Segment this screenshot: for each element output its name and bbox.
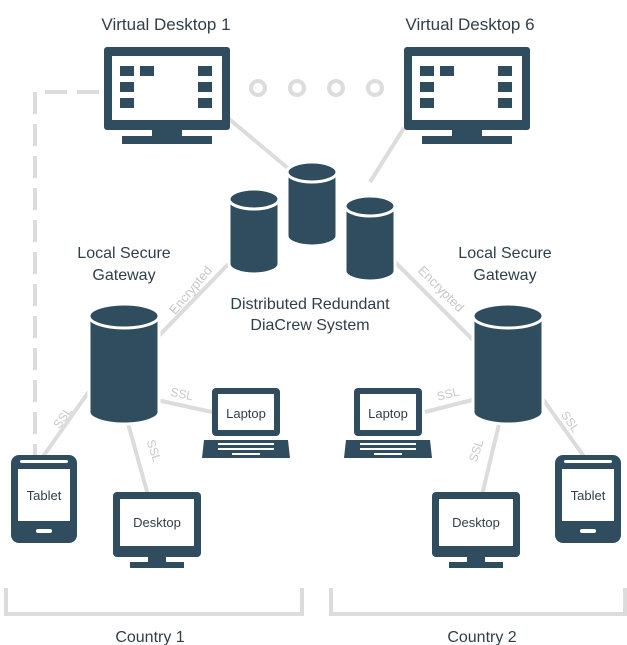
monitor-icon: [104, 47, 230, 144]
monitor-icon: [404, 47, 530, 144]
ssl-label: SSL: [466, 438, 486, 464]
laptop-label: Laptop: [368, 406, 408, 421]
left-gateway-title-line2: Gateway: [92, 267, 155, 284]
tablet-right: Tablet: [555, 455, 621, 543]
ssl-label: SSL: [558, 408, 583, 435]
database-icon: [285, 160, 339, 248]
monitor-icon: [432, 492, 520, 568]
ssl-label: SSL: [144, 438, 164, 464]
virtual-desktop-1: Virtual Desktop 1: [101, 15, 231, 144]
tablet-label: Tablet: [571, 488, 606, 503]
tablet-label: Tablet: [27, 488, 62, 503]
country-2-label: Country 2: [447, 629, 516, 645]
monitor-icon: [113, 492, 201, 568]
link-encrypted-left: [148, 250, 242, 347]
center-system-title-line1: Distributed Redundant: [230, 296, 390, 313]
desktop-left: Desktop: [113, 492, 201, 568]
link-vd6-cluster: [368, 126, 406, 184]
link-gw-right-desktop: [480, 419, 502, 496]
virtual-desktop-1-title: Virtual Desktop 1: [101, 15, 230, 34]
database-icon: [227, 187, 281, 276]
country-1-label: Country 1: [115, 629, 184, 645]
encrypted-label-left: Encrypted: [166, 263, 215, 317]
laptop-left: Laptop: [202, 388, 290, 458]
right-gateway-title-line1: Local Secure: [458, 245, 551, 262]
link-vd1-cluster: [226, 116, 292, 172]
center-system-title-line2: DiaCrew System: [250, 317, 369, 334]
link-gw-right-laptop: [424, 398, 473, 414]
country-2-bracket: [329, 588, 627, 616]
desktop-right: Desktop: [432, 492, 520, 568]
laptop-icon: [344, 388, 432, 458]
laptop-label: Laptop: [226, 406, 266, 421]
database-icon: [343, 194, 397, 283]
virtual-desktop-6-title: Virtual Desktop 6: [405, 15, 534, 34]
link-gw-left-laptop: [156, 398, 213, 414]
laptop-right: Laptop: [344, 388, 432, 458]
desktop-label: Desktop: [133, 515, 181, 530]
country-1-bracket: [4, 588, 304, 616]
right-gateway-title-line2: Gateway: [473, 267, 536, 284]
link-encrypted-right: [383, 250, 480, 347]
dashed-frame: [33, 90, 105, 530]
tablet-icon: [555, 455, 621, 543]
database-icon: [471, 302, 545, 426]
ssl-label: SSL: [435, 385, 461, 404]
tablet-left: Tablet: [11, 455, 77, 543]
link-gw-left-desktop: [125, 419, 150, 496]
connector-lines: [4, 90, 627, 616]
database-cluster: [227, 160, 397, 283]
link-gw-right-tablet: [538, 393, 587, 460]
ssl-label: SSL: [169, 385, 194, 403]
desktop-label: Desktop: [452, 515, 500, 530]
left-gateway-title-line1: Local Secure: [77, 245, 170, 262]
tablet-icon: [11, 455, 77, 543]
virtual-desktop-6: Virtual Desktop 6: [404, 15, 535, 144]
database-icon: [87, 302, 161, 426]
laptop-icon: [202, 388, 290, 458]
more-dots-icon: [249, 79, 384, 97]
link-gw-left-tablet: [40, 388, 92, 460]
